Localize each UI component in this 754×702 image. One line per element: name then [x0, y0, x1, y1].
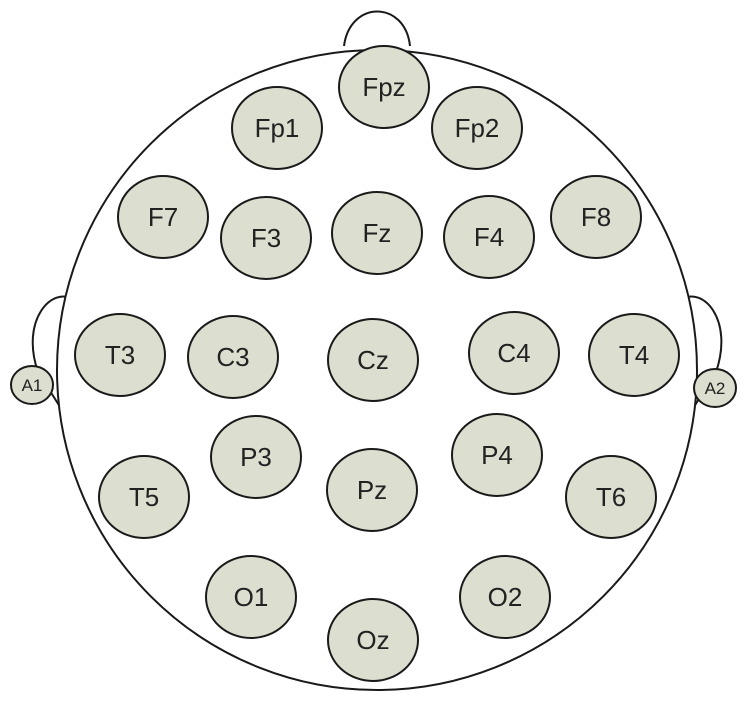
electrode-marker	[459, 555, 551, 639]
electrode-label: O1	[234, 582, 269, 612]
electrode-marker	[327, 318, 419, 402]
electrode-marker	[338, 45, 430, 129]
electrode-marker	[187, 315, 279, 399]
electrode-marker	[443, 195, 535, 279]
electrode-label: P3	[240, 442, 272, 472]
electrode-label: Fp1	[255, 113, 300, 143]
electrode-label: A1	[22, 376, 43, 395]
electrode-label: Oz	[356, 625, 389, 655]
electrode-label: A2	[705, 379, 726, 398]
electrode-marker	[205, 555, 297, 639]
electrode-label: Fz	[363, 218, 392, 248]
electrode-marker	[451, 413, 543, 497]
electrode-marker	[117, 175, 209, 259]
electrode-t5: T5	[98, 455, 190, 539]
electrode-o1: O1	[205, 555, 297, 639]
electrode-f4: F4	[443, 195, 535, 279]
electrode-fp1: Fp1	[231, 86, 323, 170]
electrode-c3: C3	[187, 315, 279, 399]
electrode-label: T5	[129, 482, 159, 512]
electrode-label: T4	[619, 340, 649, 370]
electrode-label: F7	[148, 202, 178, 232]
electrode-p4: P4	[451, 413, 543, 497]
electrode-fz: Fz	[331, 191, 423, 275]
electrode-marker	[10, 365, 54, 405]
electrode-marker	[431, 86, 523, 170]
electrode-label: F4	[474, 222, 504, 252]
electrode-label: Cz	[357, 345, 389, 375]
electrode-marker	[331, 191, 423, 275]
electrode-label: C3	[216, 342, 249, 372]
electrode-f7: F7	[117, 175, 209, 259]
electrode-t6: T6	[565, 455, 657, 539]
nose-outline	[343, 10, 411, 47]
electrode-fpz: Fpz	[338, 45, 430, 129]
electrode-marker	[231, 86, 323, 170]
electrode-label: O2	[488, 582, 523, 612]
electrode-cz: Cz	[327, 318, 419, 402]
electrode-pz: Pz	[326, 448, 418, 532]
electrode-label: T3	[105, 340, 135, 370]
electrode-marker	[220, 196, 312, 280]
electrode-o2: O2	[459, 555, 551, 639]
electrode-t3: T3	[74, 313, 166, 397]
electrode-p3: P3	[210, 415, 302, 499]
electrode-label: Pz	[357, 475, 387, 505]
electrode-label: Fpz	[362, 72, 405, 102]
electrode-f8: F8	[550, 175, 642, 259]
electrode-marker	[693, 368, 737, 408]
electrode-label: F3	[251, 223, 281, 253]
electrode-marker	[468, 311, 560, 395]
electrode-f3: F3	[220, 196, 312, 280]
electrode-marker	[210, 415, 302, 499]
electrode-marker	[74, 313, 166, 397]
electrode-marker	[550, 175, 642, 259]
electrode-marker	[326, 448, 418, 532]
electrode-fp2: Fp2	[431, 86, 523, 170]
electrode-c4: C4	[468, 311, 560, 395]
ear-electrode-a1: A1	[10, 365, 54, 405]
electrode-label: P4	[481, 440, 513, 470]
electrode-label: F8	[581, 202, 611, 232]
electrode-marker	[588, 313, 680, 397]
electrode-label: T6	[596, 482, 626, 512]
electrode-label: Fp2	[455, 113, 500, 143]
electrode-marker	[327, 598, 419, 682]
ear-electrode-a2: A2	[693, 368, 737, 408]
electrode-marker	[98, 455, 190, 539]
electrode-marker	[565, 455, 657, 539]
electrode-oz: Oz	[327, 598, 419, 682]
electrode-t4: T4	[588, 313, 680, 397]
electrode-label: C4	[497, 338, 530, 368]
